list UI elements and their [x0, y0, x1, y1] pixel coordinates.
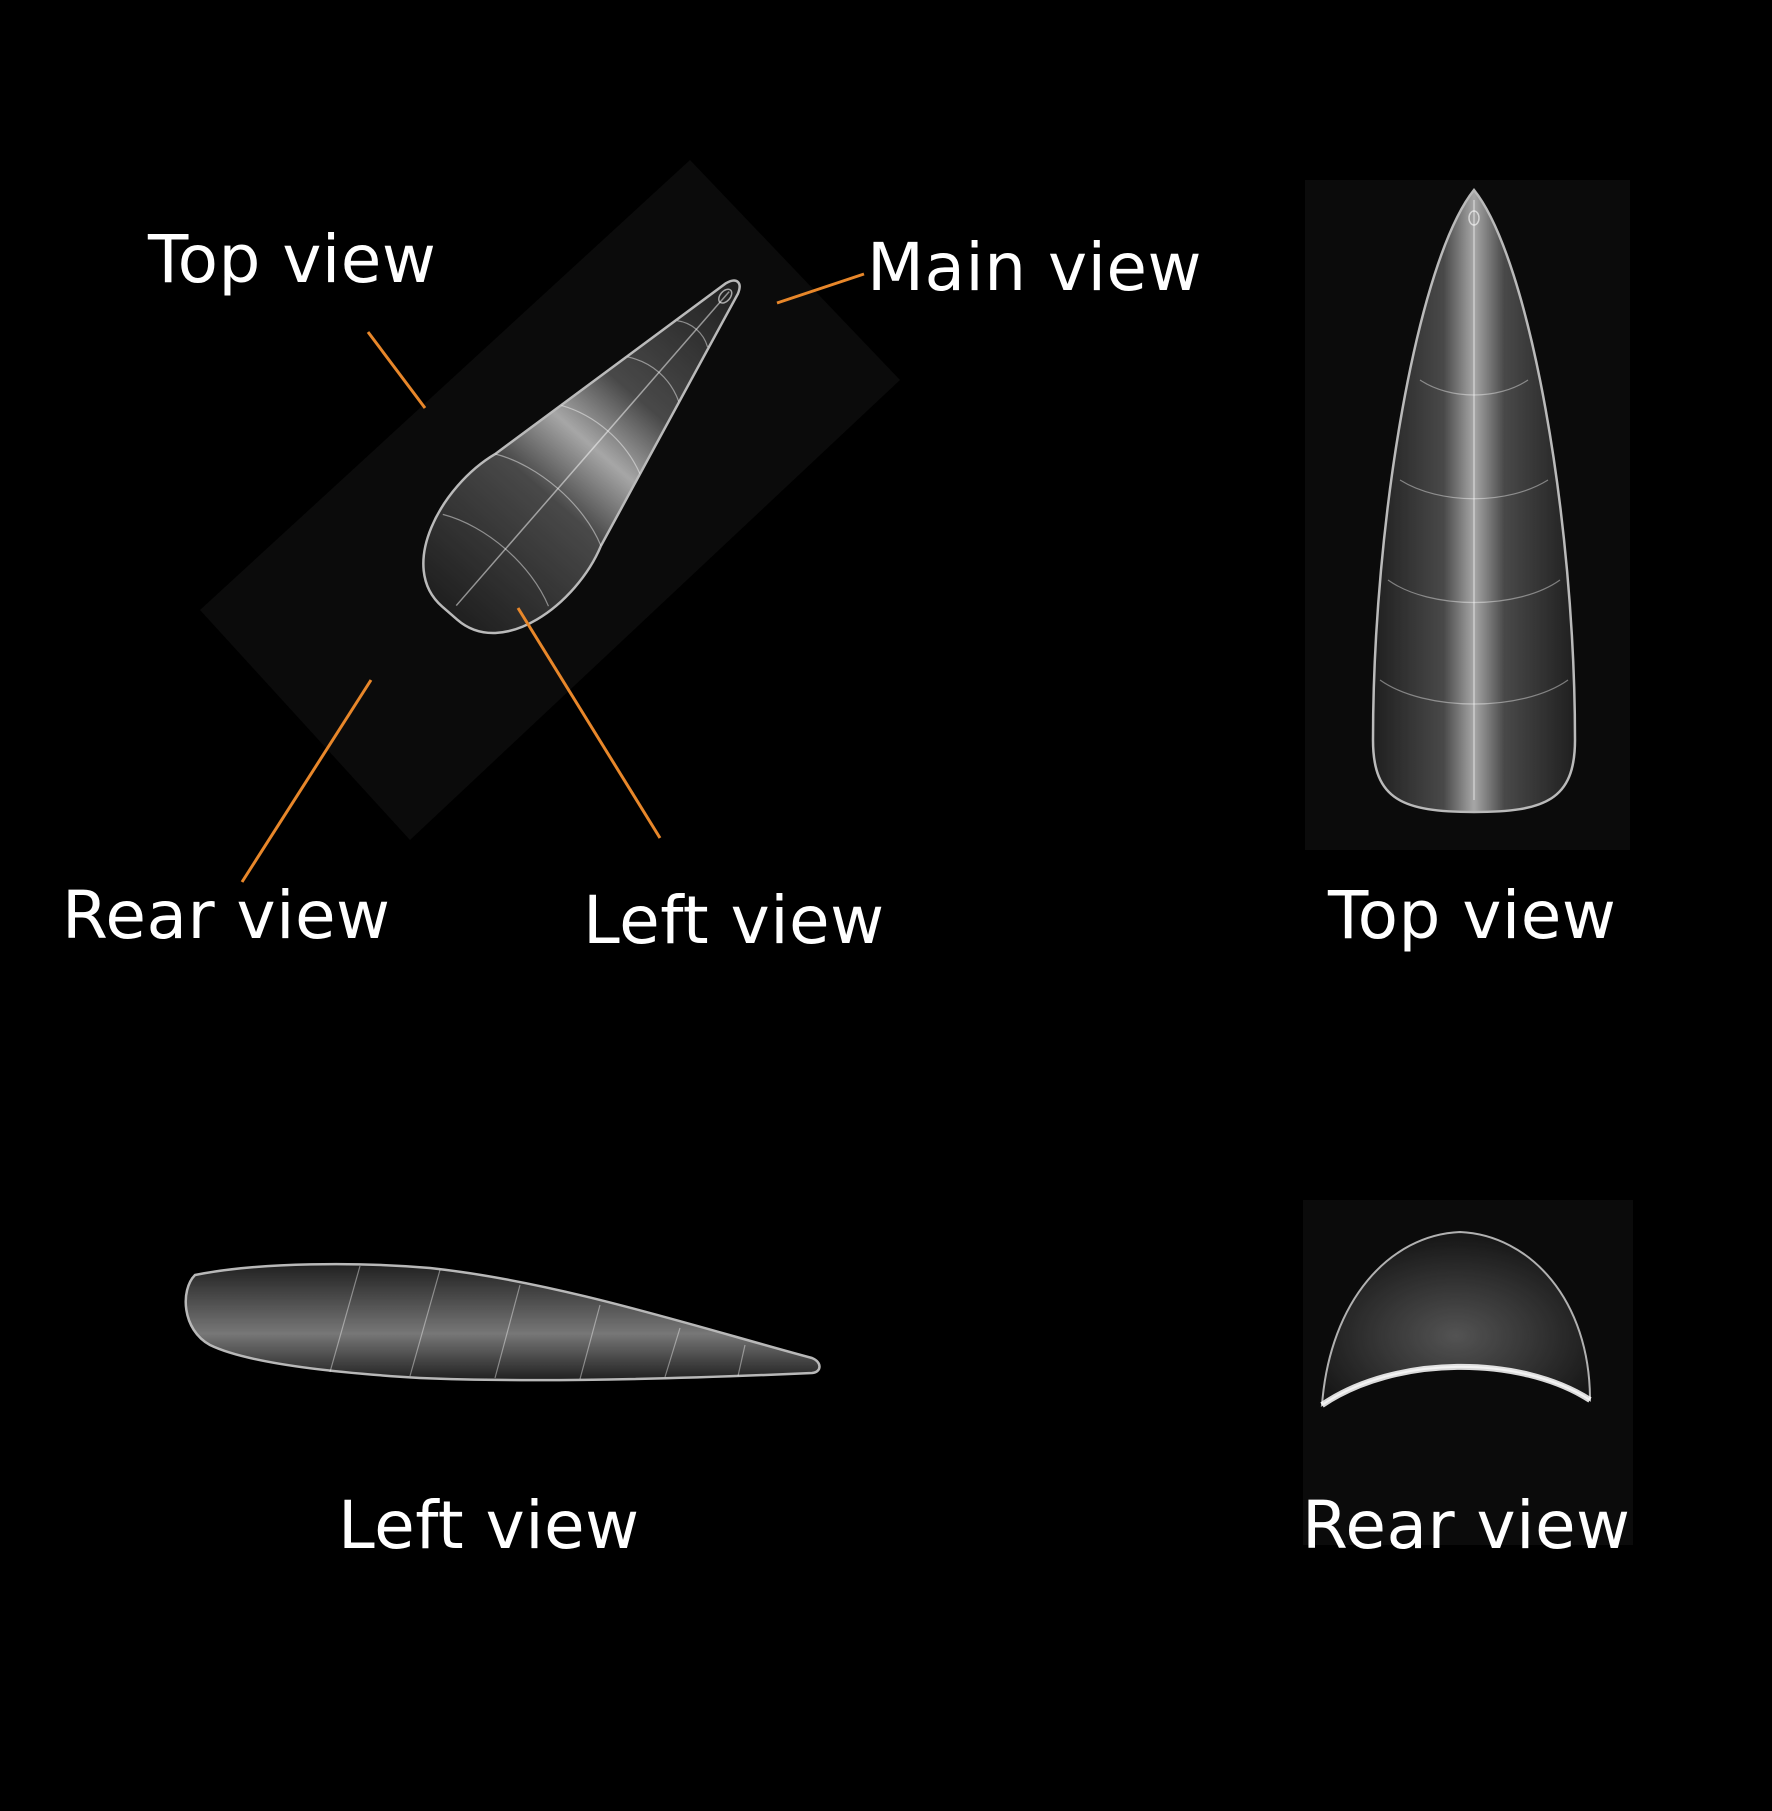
leader-line-top-view: [366, 331, 427, 409]
main-view-group: [200, 160, 900, 840]
top-view-nail-image: [1371, 187, 1577, 814]
label-main-rear-view: Rear view: [62, 877, 391, 954]
leader-line-main-view: [776, 272, 865, 305]
label-top-view: Top view: [1328, 877, 1617, 954]
top-view-panel: [1305, 180, 1630, 850]
label-rear-view: Rear view: [1302, 1487, 1631, 1564]
label-left-view: Left view: [338, 1487, 640, 1564]
leader-line-rear-view: [240, 679, 373, 883]
label-main-top-view: Top view: [148, 221, 437, 298]
label-main-view: Main view: [867, 229, 1203, 306]
leader-lines: [240, 272, 865, 883]
left-view-nail-image: [184, 1262, 821, 1382]
rear-view-panel: [1303, 1200, 1633, 1545]
left-view-panel: [184, 1262, 821, 1382]
leader-line-left-view: [516, 607, 662, 839]
main-nail-image: [422, 279, 741, 635]
label-main-left-view: Left view: [583, 882, 885, 959]
